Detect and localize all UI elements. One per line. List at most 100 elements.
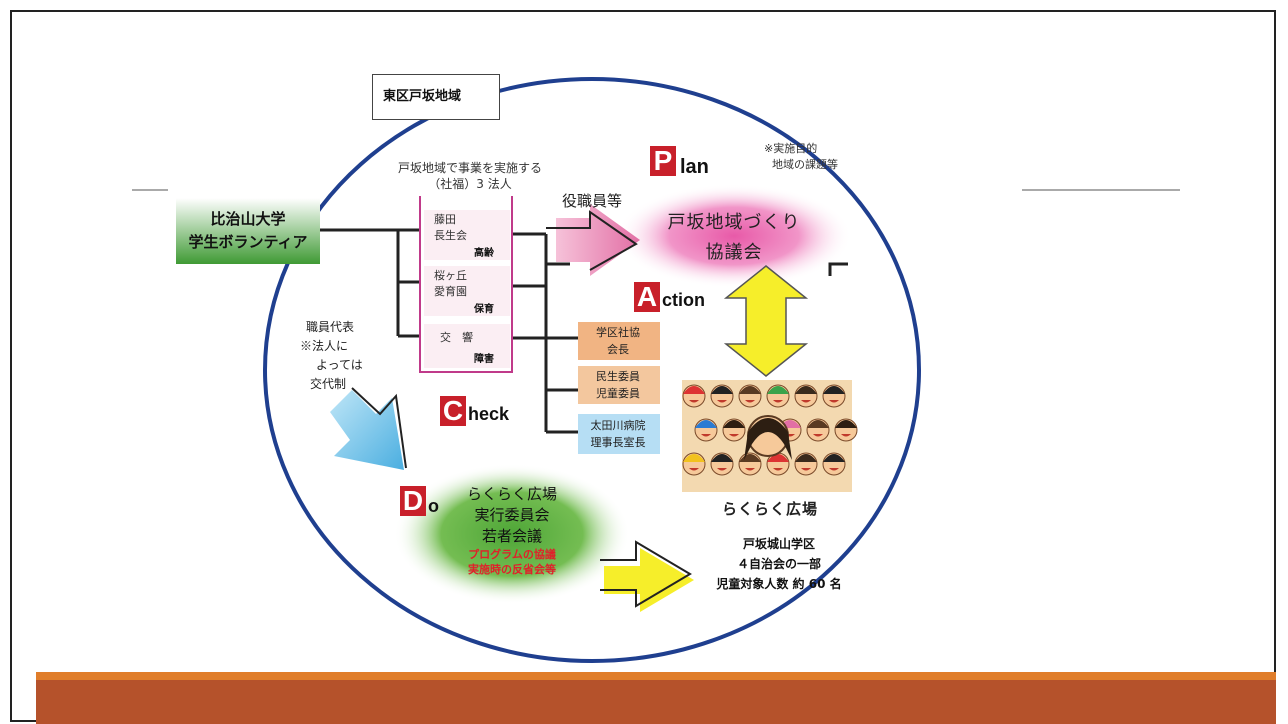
- committee-red2: 実施時の反省会等: [468, 563, 556, 576]
- committee-line3: 若者会議: [481, 527, 542, 545]
- child-hair: [695, 420, 717, 428]
- do-letter: D: [400, 486, 426, 516]
- child-mouth: [701, 434, 711, 437]
- committee-line1: らくらく広場: [466, 485, 557, 503]
- child-hair: [795, 454, 817, 462]
- check-word: heck: [468, 404, 510, 424]
- action-word: ction: [662, 290, 705, 310]
- committee-red1: プログラムの協議: [468, 548, 556, 561]
- child-hair: [683, 454, 705, 462]
- side-box-3-bg: [578, 414, 660, 454]
- side-box-3-line1: 太田川病院: [590, 419, 646, 432]
- org-box-2: 桜ヶ丘 愛育園 保育: [424, 266, 510, 316]
- child-mouth: [717, 468, 727, 471]
- child-hair: [767, 386, 789, 394]
- council-line1: 戸坂地域づくり: [667, 212, 801, 233]
- child-hair: [723, 420, 745, 428]
- check-letter: C: [440, 396, 466, 426]
- rep-note: 職員代表 ※法人に よっては 交代制: [300, 318, 380, 394]
- rep-note-3: よっては: [316, 358, 363, 372]
- region-ellipse: [263, 77, 921, 663]
- org-box-3: 交 響 障害: [424, 324, 510, 368]
- child-mouth: [801, 468, 811, 471]
- child-mouth: [829, 468, 839, 471]
- side-box-2-line2: 児童委員: [596, 387, 640, 400]
- committee-line2: 実行委員会: [474, 506, 550, 524]
- side-box-3: 太田川病院 理事長室長: [578, 414, 658, 452]
- side-box-1-line1: 学区社協: [596, 326, 640, 339]
- region-label-box: 東区戸坂地域: [372, 74, 500, 120]
- org-2-name1: 桜ヶ丘: [434, 269, 467, 282]
- student-box: 比治山大学 学生ボランティア: [176, 198, 320, 264]
- district-line3: 児童対象人数 約 60 名: [716, 577, 842, 591]
- side-box-3-line2: 理事長室長: [590, 436, 646, 449]
- side-box-2-line1: 民生委員: [596, 370, 640, 383]
- committee-glow: [394, 464, 630, 604]
- plan-letter: P: [650, 146, 676, 176]
- rep-note-2: ※法人に: [300, 339, 349, 353]
- child-hair: [711, 454, 733, 462]
- plan-word: lan: [680, 156, 709, 178]
- corp-header-line2: （社福）3 法人: [428, 177, 512, 191]
- side-box-2: 民生委員 児童委員: [578, 366, 658, 404]
- child-mouth: [773, 400, 783, 403]
- yellow-double-arrow: [723, 265, 809, 377]
- child-hair: [711, 386, 733, 394]
- blue-arrow-outline: [351, 387, 407, 469]
- child-hair: [807, 420, 829, 428]
- org-2-tag: 保育: [474, 304, 494, 315]
- connector-lines: [320, 228, 578, 434]
- child-hair-center: [744, 418, 792, 460]
- child-mouth: [801, 400, 811, 403]
- corp-bracket: [419, 196, 513, 373]
- pink-arrow-shape: [556, 204, 640, 276]
- side-box-1-line2: 会長: [607, 343, 629, 356]
- footer-bar: [36, 680, 1276, 724]
- corp-header-line1: 戸坂地域で事業を実施する: [397, 161, 542, 175]
- org-3-tag: 障害: [474, 354, 494, 365]
- children-illustration: [682, 380, 858, 492]
- child-mouth: [773, 468, 783, 471]
- rep-note-4: 交代制: [310, 377, 347, 391]
- district: 戸坂城山学区 ４自治会の一部 児童対象人数 約 60 名: [694, 534, 864, 594]
- council-line2: 協議会: [705, 242, 763, 263]
- org-2-name2: 愛育園: [434, 285, 467, 298]
- district-line2: ４自治会の一部: [736, 557, 821, 571]
- do-word: o: [428, 496, 439, 516]
- child-mouth: [717, 400, 727, 403]
- child-mouth: [689, 468, 699, 471]
- student-line2: 学生ボランティア: [188, 233, 308, 251]
- plan-note1: ※実施目的: [764, 142, 818, 155]
- student-box-bg: [176, 198, 320, 264]
- blue-arrow-shape: [330, 390, 404, 470]
- child-hair: [835, 420, 857, 428]
- child-hair: [739, 386, 761, 394]
- footer-accent-line: [36, 672, 1276, 680]
- yellow-arrow-outline: [600, 540, 692, 608]
- side-box-1: 学区社協 会長: [578, 322, 658, 360]
- org-1-name2: 長生会: [434, 229, 467, 242]
- org-1-name1: 藤田: [434, 213, 456, 226]
- council: 戸坂地域づくり 協議会: [646, 208, 822, 264]
- student-line1: 比治山大学: [210, 210, 286, 228]
- side-box-2-bg: [578, 366, 660, 404]
- region-label: 東区戸坂地域: [383, 89, 462, 104]
- child-hair: [823, 454, 845, 462]
- yellow-arrow-shape: [604, 548, 694, 612]
- pink-arrow-outline: [546, 210, 638, 271]
- org-3-name1: 交 響: [440, 331, 473, 344]
- child-mouth: [745, 400, 755, 403]
- org-1-tag: 高齢: [474, 248, 494, 259]
- child-hair: [823, 386, 845, 394]
- corner-mark: [828, 262, 848, 276]
- child-mouth: [829, 400, 839, 403]
- org-box-1: 藤田 長生会 高齢: [424, 210, 510, 260]
- committee: らくらく広場 実行委員会 若者会議 プログラムの協議 実施時の反省会等: [442, 484, 582, 577]
- child-mouth: [813, 434, 823, 437]
- action-letter: A: [634, 282, 660, 312]
- child-mouth: [745, 468, 755, 471]
- child-hair: [795, 386, 817, 394]
- plan-note2: 地域の課題等: [772, 158, 838, 171]
- child-hair: [683, 386, 705, 394]
